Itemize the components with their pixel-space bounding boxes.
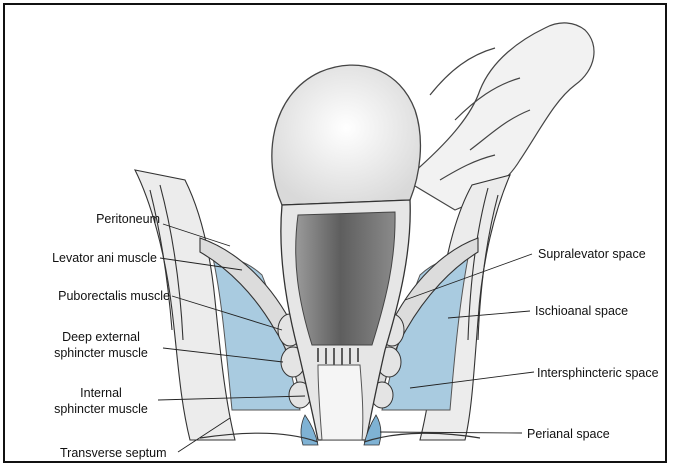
label-internal-sphincter-line2: sphincter muscle bbox=[40, 402, 162, 417]
rectal-ampulla-dome bbox=[272, 65, 421, 205]
label-puborectalis-muscle: Puborectalis muscle bbox=[20, 289, 170, 304]
label-ischioanal-space: Ischioanal space bbox=[535, 304, 655, 319]
label-supralevator-space: Supralevator space bbox=[538, 247, 668, 262]
label-perianal-space: Perianal space bbox=[527, 427, 637, 442]
label-intersphincteric-space: Intersphincteric space bbox=[537, 366, 667, 381]
label-peritoneum: Peritoneum bbox=[60, 212, 160, 227]
label-deep-external-line1: Deep external bbox=[40, 330, 162, 345]
label-deep-external-line2: sphincter muscle bbox=[40, 346, 162, 361]
label-transverse-septum: Transverse septum bbox=[60, 446, 185, 461]
label-internal-sphincter-line1: Internal bbox=[40, 386, 162, 401]
label-levator-ani-muscle: Levator ani muscle bbox=[30, 251, 157, 266]
anal-canal bbox=[318, 365, 363, 440]
